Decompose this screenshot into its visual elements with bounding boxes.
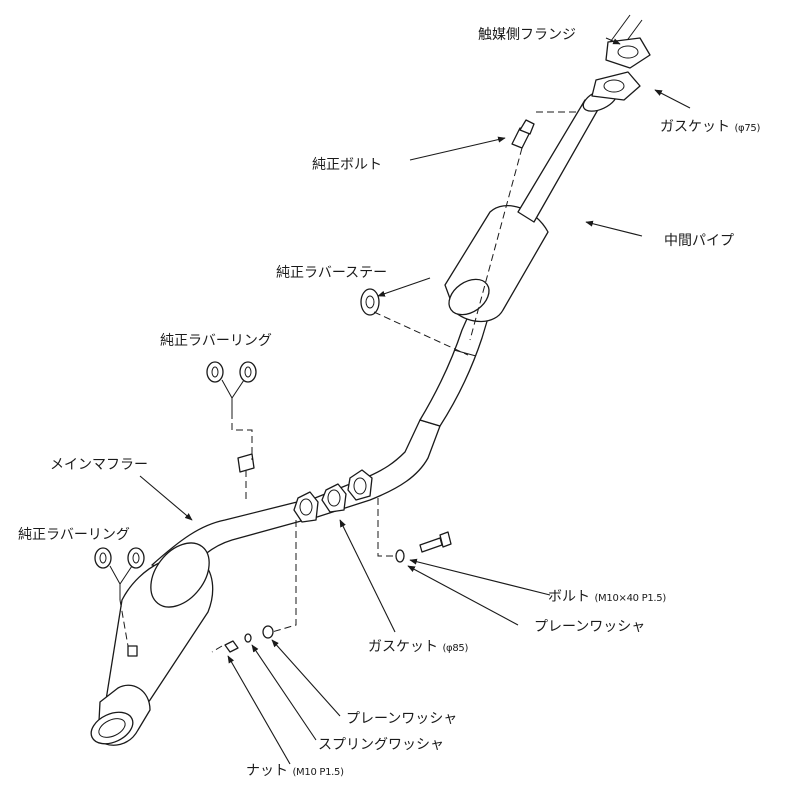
gasket-85-text: ガスケット xyxy=(368,639,438,655)
bolt-label: ボルト (M10×40 P1.5) xyxy=(548,590,666,604)
spring-washer-label: スプリングワッシャ xyxy=(318,737,444,753)
rubber-stay-label: 純正ラバーステー xyxy=(276,265,388,281)
rubber-stay-drawing xyxy=(360,288,380,316)
gasket-75-text: ガスケット xyxy=(660,119,730,135)
nut-washer-drawing xyxy=(224,625,274,653)
oem-bolt-drawing xyxy=(511,119,535,149)
oem-bolt-label: 純正ボルト xyxy=(312,157,382,173)
gasket-75-label: ガスケット (φ75) xyxy=(660,120,760,134)
main-muffler-label: メインマフラー xyxy=(50,457,148,473)
plain-washer-bottom-label: プレーンワッシャ xyxy=(346,711,458,727)
center-pipe-label: 中間パイプ xyxy=(664,233,734,249)
flange-joint-drawing xyxy=(293,469,373,523)
gasket-85-label: ガスケット (φ85) xyxy=(368,640,468,654)
rubber-ring-lower-drawing xyxy=(94,547,145,600)
gasket-75-drawing xyxy=(591,71,641,101)
center-pipe-drawing xyxy=(444,88,618,323)
bolt-drawing xyxy=(395,531,452,563)
gasket-75-spec: (φ75) xyxy=(734,123,761,134)
rubber-ring-upper-label: 純正ラバーリング xyxy=(160,333,272,349)
cat-flange-drawing xyxy=(605,14,651,69)
cat-flange-label: 触媒側フランジ xyxy=(478,27,576,43)
assembly-guides xyxy=(119,111,578,653)
bolt-text: ボルト xyxy=(548,589,590,605)
rubber-ring-upper-drawing xyxy=(206,361,257,473)
rubber-ring-lower-label: 純正ラバーリング xyxy=(18,527,130,543)
nut-text: ナット xyxy=(246,763,288,779)
gasket-85-spec: (φ85) xyxy=(442,643,469,654)
main-muffler-drawing xyxy=(90,499,313,746)
nut-label: ナット (M10 P1.5) xyxy=(246,764,344,778)
plain-washer-right-label: プレーンワッシャ xyxy=(534,619,646,635)
leader-lines xyxy=(139,37,691,765)
nut-spec: (M10 P1.5) xyxy=(292,767,344,778)
bolt-spec: (M10×40 P1.5) xyxy=(594,593,666,604)
